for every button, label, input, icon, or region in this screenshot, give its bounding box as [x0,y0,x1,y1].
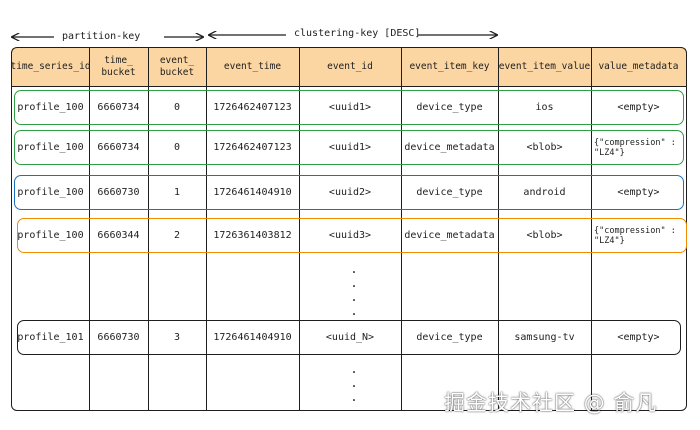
cell-value-metadata: <empty> [617,102,660,113]
cell-event-bucket: 0 [173,102,181,113]
header-label: event_item_value [498,61,591,72]
header-label: value_metadata [598,61,679,72]
row-outline [14,130,684,165]
row-outline [17,320,681,355]
cell-event-item-value: samsung-tv [514,332,575,343]
table-header [12,48,686,87]
cell-event-item-key: device_type [416,332,483,343]
column-divider [148,47,149,411]
cell-event-item-key: device_metadata [404,142,495,153]
cell-event-bucket: 3 [173,332,181,343]
cell-event-item-key: device_type [416,102,483,113]
cell-time-series-id: profile_100 [17,230,84,241]
cell-event-id: <uuid_N> [325,332,375,343]
header-event-item-value: event_item_value [498,48,591,86]
header-event-time: event_time [206,48,299,86]
row-outline [17,218,687,253]
header-label: time_ bucket [101,55,136,78]
ellipsis-dots: .... [350,262,358,318]
column-divider [299,47,300,411]
cell-event-item-value: <blob> [526,230,563,241]
cell-time-series-id: profile_100 [17,187,84,198]
column-divider [498,47,499,411]
header-label: event_item_key [409,61,490,72]
cell-event-item-key: device_metadata [404,230,495,241]
cell-time-bucket: 6660730 [97,332,140,343]
cell-event-time: 1726462407123 [213,102,292,113]
column-divider [591,47,592,411]
ellipsis-dots-bottom: ... [350,362,358,404]
column-divider [401,47,402,411]
cell-event-item-value: android [523,187,566,198]
row-outline [14,90,684,125]
cell-event-time: 1726361403812 [213,230,292,241]
cell-time-series-id: profile_100 [17,102,84,113]
cell-event-time: 1726461404910 [213,187,292,198]
cell-time-series-id: profile_100 [17,142,84,153]
cell-event-bucket: 1 [173,187,181,198]
watermark: 掘金技术社区 @ 俞凡 [444,391,658,415]
cell-value-metadata: {"compression" : "LZ4"} [594,137,676,158]
clustering-key-label: clustering-key [DESC] [294,28,421,39]
row-outline [14,175,684,210]
header-label: event_id [327,61,373,72]
cell-event-id: <uuid2> [328,187,372,198]
header-event-id: event_id [299,48,401,86]
cell-time-bucket: 6660730 [97,187,140,198]
header-event-item-key: event_item_key [401,48,498,86]
cell-event-item-key: device_type [416,187,483,198]
cell-event-bucket: 0 [173,142,181,153]
key-arrows [0,0,700,60]
cell-time-series-id: profile_101 [17,332,84,343]
cell-event-id: <uuid1> [328,142,372,153]
column-divider [89,47,90,411]
column-divider [206,47,207,411]
cell-time-bucket: 6660734 [97,102,140,113]
cell-event-bucket: 2 [173,230,181,241]
header-label: event_time [223,61,282,72]
cell-event-time: 1726462407123 [213,142,292,153]
header-label: time_series_id [12,61,89,72]
header-time-bucket: time_ bucket [89,48,148,86]
cell-value-metadata: {"compression" : "LZ4"} [594,225,676,246]
cell-time-bucket: 6660344 [97,230,140,241]
cell-time-bucket: 6660734 [97,142,140,153]
partition-key-label: partition-key [62,31,141,42]
header-label: event_ bucket [159,55,195,78]
header-event-bucket: event_ bucket [148,48,206,86]
cell-event-item-value: ios [535,102,554,113]
cell-event-id: <uuid3> [328,230,372,241]
cell-event-id: <uuid1> [328,102,372,113]
header-time-series-id: time_series_id [12,48,89,86]
cell-event-item-value: <blob> [526,142,563,153]
cell-value-metadata: <empty> [617,187,660,198]
cell-value-metadata: <empty> [617,332,660,343]
header-value-metadata: value_metadata [591,48,686,86]
cell-event-time: 1726461404910 [213,332,292,343]
